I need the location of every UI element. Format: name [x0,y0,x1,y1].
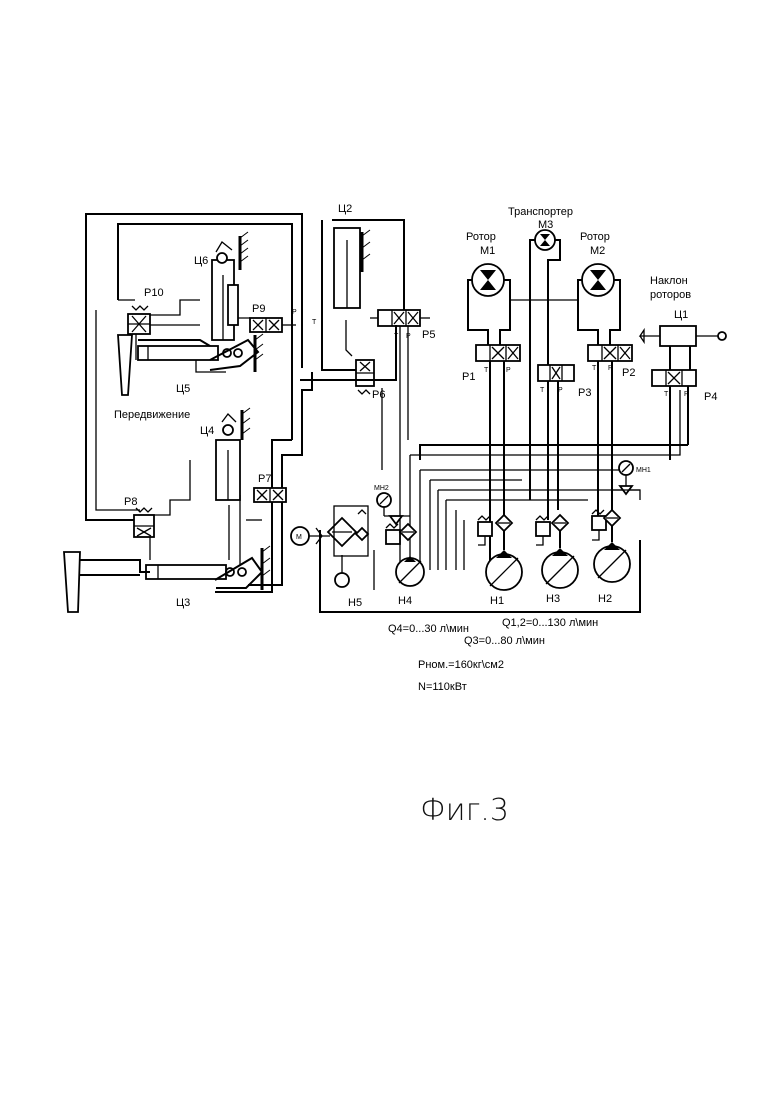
cylinder-c5 [118,330,263,395]
label-p4: Р4 [704,391,717,403]
label-p4-port-t: Т [664,391,669,398]
relief-valve-h3 [536,515,568,545]
pump-group [335,510,630,590]
label-h1: Н1 [490,595,504,607]
spec-q3: Q3=0...80 л\мин [464,635,545,647]
label-m2: М2 [590,245,605,257]
pump-h3 [542,530,578,588]
label-rotor-1: Ротор [466,231,496,243]
label-h2: Н2 [598,593,612,605]
label-p1-port-t: Т [484,367,489,374]
spec-pnom: Рном.=160кг\см2 [418,659,504,671]
label-motor: М [296,534,302,541]
label-m1: М1 [480,245,495,257]
label-h5: Н5 [348,597,362,609]
label-p2-port-p: Р [608,365,613,372]
label-tilt-2: роторов [650,289,691,301]
label-p9-port-p: Р [292,309,297,316]
label-p2-port-t: Т [592,365,597,372]
label-transporter: Транспортер [508,206,573,218]
spec-q4: Q4=0...30 л\мин [388,623,469,635]
label-p3-port-p: Р [558,387,563,394]
valve-p8 [134,508,154,537]
label-p7: Р7 [258,473,271,485]
label-travel: Передвижение [114,409,190,421]
label-p5-port-p: Р [406,333,411,340]
cylinder-c6 [212,232,248,340]
label-p10: Р10 [144,287,164,299]
label-p1-port-p: Р [506,367,511,374]
cylinder-c4 [216,408,250,500]
label-p5: Р5 [422,329,435,341]
valve-p7 [254,488,286,502]
cylinder-c3 [64,546,270,612]
label-rotor-2: Ротор [580,231,610,243]
label-c4: Ц4 [200,425,214,437]
pump-h1 [486,530,522,590]
spec-power: N=110кВт [418,681,467,693]
filter [328,506,368,556]
label-c2: Ц2 [338,203,352,215]
label-p6: Р6 [372,389,385,401]
label-h3: Н3 [546,593,560,605]
label-m3: М3 [538,219,553,231]
label-p2: Р2 [622,367,635,379]
cylinder-c1 [640,326,726,370]
label-p9-port-t: Т [312,319,317,326]
label-h4: Н4 [398,595,412,607]
relief-valve-h2 [592,510,620,540]
pump-h5 [335,555,349,587]
label-p8: Р8 [124,496,137,508]
valve-p10 [128,306,150,334]
label-mn1: МН1 [636,467,651,474]
label-tilt-1: Наклон [650,275,688,287]
label-c5: Ц5 [176,383,190,395]
relief-valve-h1 [478,515,512,545]
spec-q12: Q1,2=0...130 л\мин [502,617,598,629]
label-c3: Ц3 [176,597,190,609]
label-c1: Ц1 [674,309,688,321]
label-p5-port-t: Т [394,333,399,340]
label-c6: Ц6 [194,255,208,267]
label-p3: Р3 [578,387,591,399]
label-p9: Р9 [252,303,265,315]
figure-caption: Фиг.3 [420,793,509,828]
valve-p5 [370,310,430,326]
label-mn2: МН2 [374,485,389,492]
motor-m1 [468,264,510,345]
label-p1: Р1 [462,371,475,383]
label-p4-port-p: Р [684,391,689,398]
valve-p9 [250,318,282,332]
label-p3-port-t: Т [540,387,545,394]
motor-m2 [578,264,620,345]
cylinder-c2 [322,220,404,370]
left-circuit-lines [86,214,312,592]
relief-valve-h4 [386,524,416,544]
pressure-gauge-mn2 [377,493,410,524]
